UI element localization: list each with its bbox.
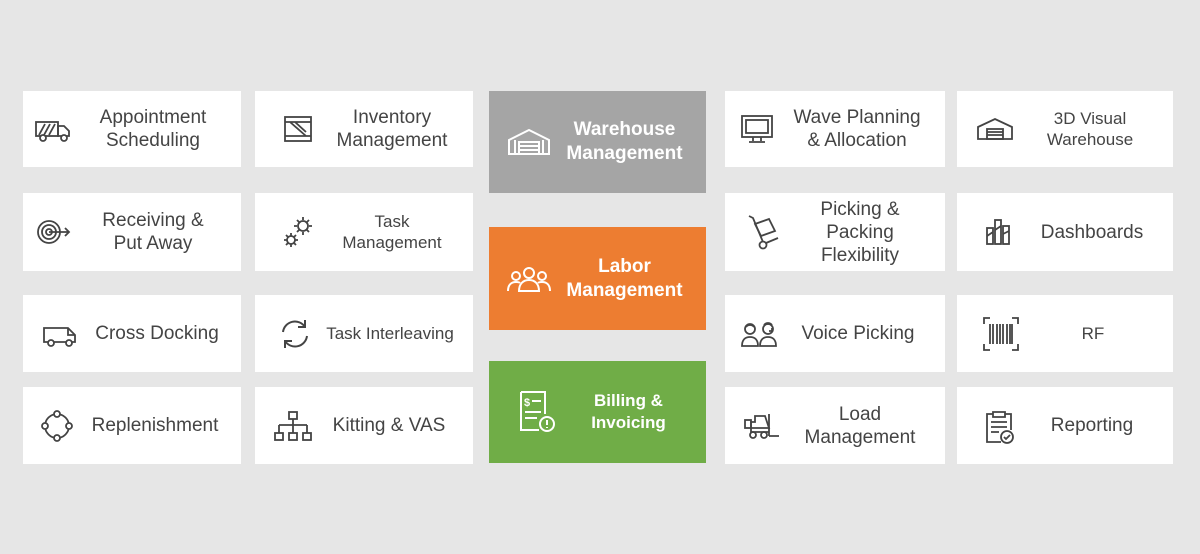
cycle-icon xyxy=(37,406,77,446)
tile-label: 3D Visual Warehouse xyxy=(1046,109,1134,149)
clipboard-check-icon xyxy=(979,406,1019,446)
tile-voice-picking: Voice Picking xyxy=(725,295,945,372)
monitor-icon xyxy=(737,109,777,149)
refresh-icon xyxy=(275,314,315,354)
tile-label: Cross Docking xyxy=(95,323,219,344)
tile-billing-invoicing: $ Billing & Invoicing xyxy=(489,361,706,463)
tile-load-management: Load Management xyxy=(725,387,945,464)
tile-rf: RF xyxy=(957,295,1173,372)
tile-label: RF xyxy=(1081,324,1105,343)
tile-3d-visual-warehouse: 3D Visual Warehouse xyxy=(957,91,1173,167)
barcode-icon xyxy=(981,314,1021,354)
headset-workers-icon xyxy=(739,314,779,354)
tile-reporting: Reporting xyxy=(957,387,1173,464)
tile-dashboards: Dashboards xyxy=(957,193,1173,271)
tile-label: Reporting xyxy=(1050,415,1134,436)
tile-label: Load Management xyxy=(804,403,916,448)
tile-label: Wave Planning & Allocation xyxy=(793,107,921,151)
tile-label: Appointment Scheduling xyxy=(99,107,207,151)
van-icon xyxy=(41,314,81,354)
hand-truck-icon xyxy=(743,212,783,252)
tile-cross-docking: Cross Docking xyxy=(23,295,241,372)
bar-chart-icon xyxy=(979,212,1019,252)
tile-label: Billing & Invoicing xyxy=(591,391,666,432)
tile-warehouse-management: Warehouse Management xyxy=(489,91,706,193)
crate-icon xyxy=(279,109,319,149)
tile-label: Kitting & VAS xyxy=(332,415,446,436)
svg-text:$: $ xyxy=(524,397,530,409)
tile-label: Receiving & Put Away xyxy=(102,210,204,254)
forklift-icon xyxy=(743,406,783,446)
warehouse-outline-icon xyxy=(975,109,1015,149)
gears-icon xyxy=(279,212,319,252)
tile-label: Voice Picking xyxy=(801,323,915,344)
tile-receiving-put-away: Receiving & Put Away xyxy=(23,193,241,271)
tile-label: Task Interleaving xyxy=(326,324,454,343)
tile-kitting-vas: Kitting & VAS xyxy=(255,387,473,464)
tile-appointment-scheduling: Appointment Scheduling xyxy=(23,91,241,167)
tile-label: Warehouse Management xyxy=(566,119,683,164)
hierarchy-icon xyxy=(273,406,313,446)
tile-label: Replenishment xyxy=(91,415,219,436)
tile-picking-packing: Picking & Packing Flexibility xyxy=(725,193,945,271)
tile-inventory-management: Inventory Management xyxy=(255,91,473,167)
tile-label: Inventory Management xyxy=(336,107,448,151)
tile-label: Dashboards xyxy=(1040,221,1144,243)
warehouse-icon xyxy=(503,116,555,168)
tile-label: Picking & Packing Flexibility xyxy=(820,198,900,266)
tile-label: Task Management xyxy=(342,212,442,252)
tile-wave-planning: Wave Planning & Allocation xyxy=(725,91,945,167)
tile-task-management: Task Management xyxy=(255,193,473,271)
truck-icon xyxy=(33,109,73,149)
tile-task-interleaving: Task Interleaving xyxy=(255,295,473,372)
tile-label: Labor Management xyxy=(566,255,683,301)
tile-labor-management: Labor Management xyxy=(489,227,706,330)
invoice-icon: $ xyxy=(511,386,563,438)
tile-replenishment: Replenishment xyxy=(23,387,241,464)
target-icon xyxy=(33,212,73,252)
people-icon xyxy=(503,253,555,305)
